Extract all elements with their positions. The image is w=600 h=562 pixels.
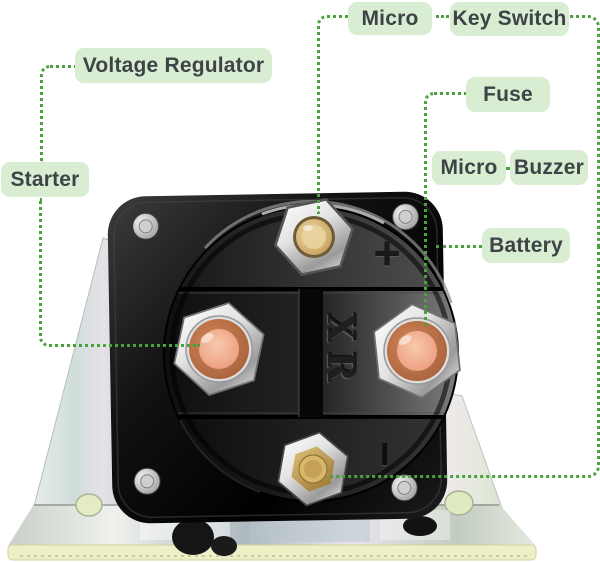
label-key-switch: Key Switch <box>450 2 569 36</box>
solenoid-feet <box>172 516 437 556</box>
label-battery: Battery <box>482 228 570 263</box>
label-micro-right: Micro <box>432 151 506 185</box>
terminal-bottom-small-brass <box>273 425 353 513</box>
label-micro-top: Micro <box>348 2 432 35</box>
label-buzzer: Buzzer <box>510 150 588 185</box>
negative-terminal-mark: − <box>360 441 409 467</box>
corner-screw-bottom-right <box>390 474 418 502</box>
label-voltage-regulator: Voltage Regulator <box>75 48 272 83</box>
label-starter: Starter <box>1 162 89 197</box>
terminal-battery-large-copper <box>370 298 464 404</box>
corner-screw-bottom-left <box>133 467 161 495</box>
label-fuse: Fuse <box>466 77 550 112</box>
terminal-top-small-brass <box>267 187 361 287</box>
brand-marking-xr: XR <box>319 313 363 391</box>
corner-screw-top-right <box>392 203 420 231</box>
corner-screw-top-left <box>132 212 160 240</box>
terminal-starter-large-copper <box>168 293 270 405</box>
positive-terminal-mark: + <box>373 225 401 279</box>
